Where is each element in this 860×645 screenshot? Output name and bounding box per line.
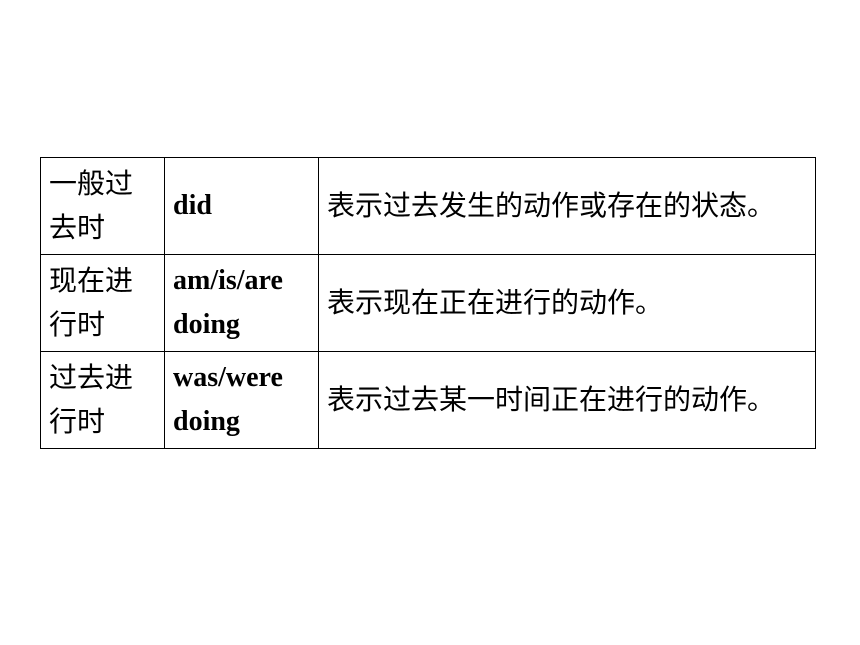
verb-form-cell: was/were doing: [164, 351, 319, 449]
tense-name-cell: 过去进行时: [40, 351, 165, 449]
table-row: 过去进行时 was/were doing 表示过去某一时间正在进行的动作。: [40, 351, 816, 449]
table-row: 现在进行时 am/is/are doing 表示现在正在进行的动作。: [40, 254, 816, 352]
verb-form-cell: am/is/are doing: [164, 254, 319, 352]
usage-description-cell: 表示现在正在进行的动作。: [318, 254, 816, 352]
usage-description-cell: 表示过去发生的动作或存在的状态。: [318, 157, 816, 255]
tense-name-cell: 一般过去时: [40, 157, 165, 255]
tense-name-cell: 现在进行时: [40, 254, 165, 352]
usage-description-cell: 表示过去某一时间正在进行的动作。: [318, 351, 816, 449]
table-row: 一般过去时 did 表示过去发生的动作或存在的状态。: [40, 157, 816, 255]
tense-table: 一般过去时 did 表示过去发生的动作或存在的状态。 现在进行时 am/is/a…: [40, 157, 816, 449]
verb-form-cell: did: [164, 157, 319, 255]
